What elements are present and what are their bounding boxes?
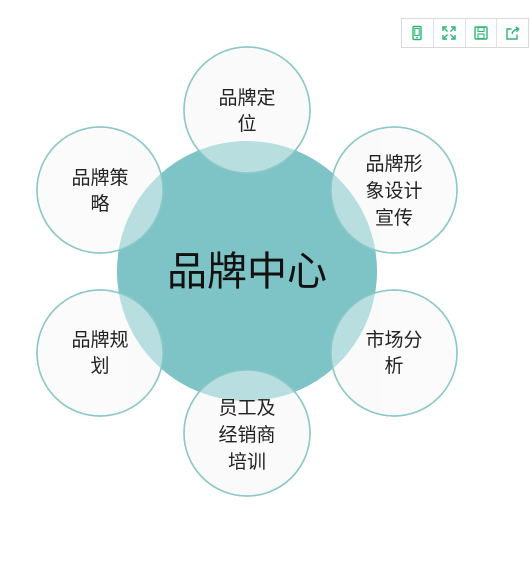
phone-icon	[412, 25, 423, 41]
satellite-label-line: 经销商	[218, 424, 275, 446]
fullscreen-button[interactable]	[434, 19, 466, 47]
save-button[interactable]	[466, 19, 498, 47]
satellite-training: 员工及 经销商 培训	[218, 397, 275, 473]
satellite-market-analysis: 市场分 析	[365, 329, 422, 377]
toolbar	[401, 18, 529, 48]
overlap-layer	[37, 47, 457, 496]
satellite-label-line: 品牌定	[218, 87, 275, 109]
satellite-label-line: 略	[90, 193, 109, 215]
hub-circle	[117, 141, 377, 401]
phone-button[interactable]	[402, 19, 434, 47]
satellite-label-line: 宣传	[375, 207, 413, 229]
satellite-label-line: 品牌策	[71, 167, 128, 189]
hub-label: 品牌中心	[167, 249, 327, 295]
satellite-label-line: 品牌形	[365, 153, 422, 175]
satellite-brand-planning: 品牌规 划	[71, 329, 128, 377]
save-icon	[474, 26, 488, 40]
satellite-label-line: 培训	[228, 451, 266, 473]
satellite-label-line: 市场分	[365, 329, 422, 351]
satellite-label-line: 位	[237, 113, 256, 135]
fullscreen-icon	[442, 26, 456, 40]
satellite-label-line: 析	[384, 355, 403, 377]
satellite-label-line: 划	[90, 355, 109, 377]
overlap-outlines	[36, 46, 458, 497]
satellite-brand-image: 品牌形 象设计 宣传	[365, 153, 422, 229]
satellite-label-line: 象设计	[365, 180, 422, 202]
share-button[interactable]	[497, 19, 528, 47]
satellite-label-line: 员工及	[218, 397, 275, 419]
satellite-brand-positioning: 品牌定 位	[218, 87, 275, 135]
satellite-brand-strategy: 品牌策 略	[71, 167, 128, 215]
satellite-label-line: 品牌规	[71, 329, 128, 351]
share-icon	[505, 26, 520, 40]
